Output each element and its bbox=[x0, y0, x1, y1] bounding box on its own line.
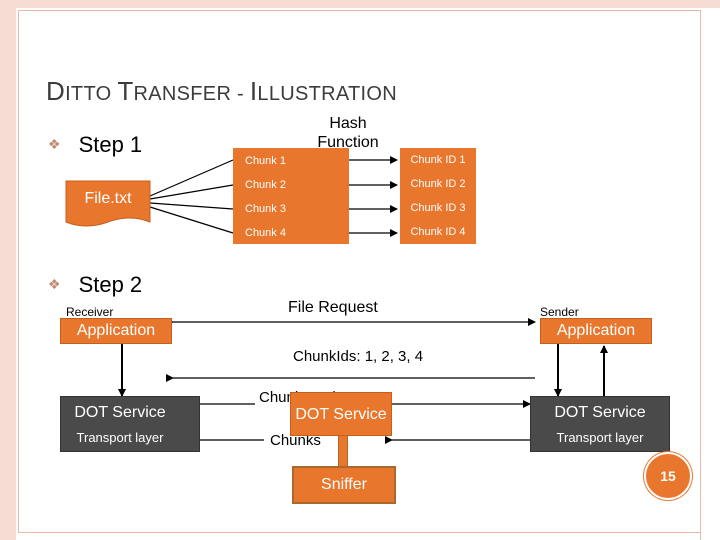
sender-dot-service: DOT Service bbox=[554, 404, 646, 421]
chunkids-label: ChunkIds: 1, 2, 3, 4 bbox=[293, 348, 424, 365]
step2-bullet: ❖ Step 2 bbox=[48, 272, 142, 298]
chunk-4: Chunk 4 bbox=[233, 222, 349, 244]
slide-title: DITTO TRANSFER - ILLUSTRATION bbox=[46, 76, 397, 107]
step2-label: Step 2 bbox=[78, 272, 143, 297]
sender-label: Sender bbox=[540, 305, 579, 319]
chunk-id-3: Chunk ID 3 bbox=[400, 196, 476, 220]
step1-label: Step 1 bbox=[78, 132, 143, 157]
slide-frame-bottom-line bbox=[18, 532, 700, 533]
bullet-icon: ❖ bbox=[48, 276, 61, 292]
receiver-dot-stack bbox=[60, 396, 200, 452]
middle-dot-service: DOT Service bbox=[290, 392, 392, 436]
title-letter-2: T bbox=[117, 76, 134, 106]
receiver-label: Receiver bbox=[66, 305, 114, 319]
fan-line-4 bbox=[149, 206, 234, 234]
slide-frame-left bbox=[0, 0, 16, 540]
chunk-1: Chunk 1 bbox=[233, 150, 349, 172]
title-part-3: LLUSTRATION bbox=[257, 83, 398, 105]
chunk-id-1: Chunk ID 1 bbox=[400, 148, 476, 172]
receiver-dot-service: DOT Service bbox=[74, 404, 166, 421]
file-label: File.txt bbox=[84, 190, 132, 207]
step1-bullet: ❖ Step 1 bbox=[48, 132, 142, 158]
chunks-label: Chunks bbox=[270, 432, 321, 449]
fan-line-1 bbox=[149, 159, 234, 197]
chunk-3: Chunk 3 bbox=[233, 198, 349, 220]
page-number-badge: 15 bbox=[644, 452, 692, 500]
chunk-2: Chunk 2 bbox=[233, 174, 349, 196]
chunk-id-4: Chunk ID 4 bbox=[400, 220, 476, 244]
file-request-label: File Request bbox=[288, 299, 378, 316]
bullet-icon: ❖ bbox=[48, 136, 61, 152]
sender-transport-layer: Transport layer bbox=[556, 430, 644, 445]
slide-frame-right-line bbox=[700, 10, 701, 540]
sniffer-connector bbox=[338, 436, 348, 468]
sender-application: Application bbox=[540, 318, 652, 344]
fan-line-3 bbox=[149, 202, 234, 210]
fan-line-2 bbox=[149, 184, 234, 200]
title-part-1: ITTO bbox=[65, 83, 118, 105]
receiver-transport-layer: Transport layer bbox=[76, 430, 164, 445]
chunk-id-2: Chunk ID 2 bbox=[400, 172, 476, 196]
hash-function-label: Hash Function bbox=[317, 115, 379, 151]
title-part-2: RANSFER - bbox=[133, 83, 250, 105]
title-letter-3: I bbox=[249, 76, 258, 106]
sender-dot-stack bbox=[530, 396, 670, 452]
slide-frame-top bbox=[16, 0, 720, 8]
sniffer-box: Sniffer bbox=[292, 466, 396, 504]
receiver-application: Application bbox=[60, 318, 172, 344]
title-letter-1: D bbox=[46, 76, 66, 106]
slide-frame-inner bbox=[18, 10, 701, 533]
